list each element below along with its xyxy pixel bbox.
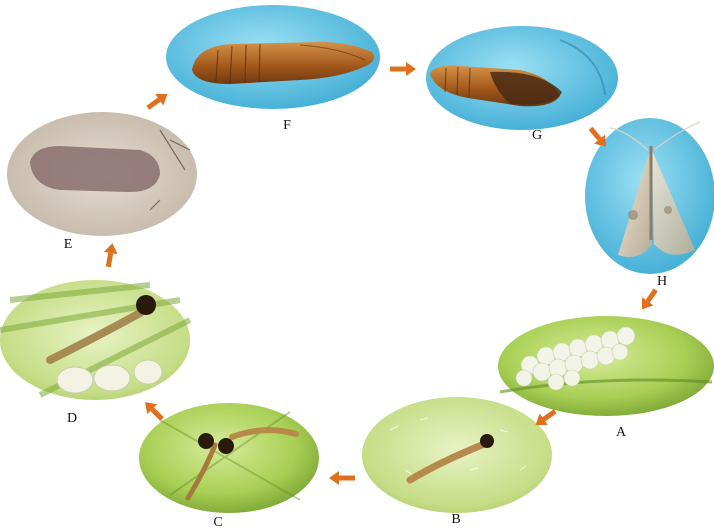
- stage-label-d: D: [67, 412, 77, 426]
- arrow-h-to-a: [636, 286, 661, 314]
- arrow-f-to-g: [390, 62, 416, 76]
- stage-label-f: F: [283, 119, 291, 133]
- stage-label-h: H: [657, 275, 667, 289]
- stage-b-image: [362, 397, 552, 513]
- stage-e-image: [7, 112, 197, 236]
- stage-d-image: [0, 280, 190, 400]
- stage-label-c: C: [213, 516, 222, 530]
- stage-label-a: A: [616, 426, 626, 440]
- arrow-b-to-c: [329, 471, 355, 485]
- stage-f-image: [166, 5, 380, 109]
- stage-c-image: [139, 403, 319, 513]
- stage-label-e: E: [64, 238, 73, 252]
- stage-a-image: [498, 316, 714, 416]
- arrow-e-to-f: [144, 88, 172, 113]
- arrow-c-to-d: [140, 397, 167, 424]
- stage-label-g: G: [532, 129, 542, 143]
- arrow-d-to-e: [101, 242, 119, 268]
- stage-g-image: [426, 26, 618, 130]
- stage-label-b: B: [451, 513, 460, 527]
